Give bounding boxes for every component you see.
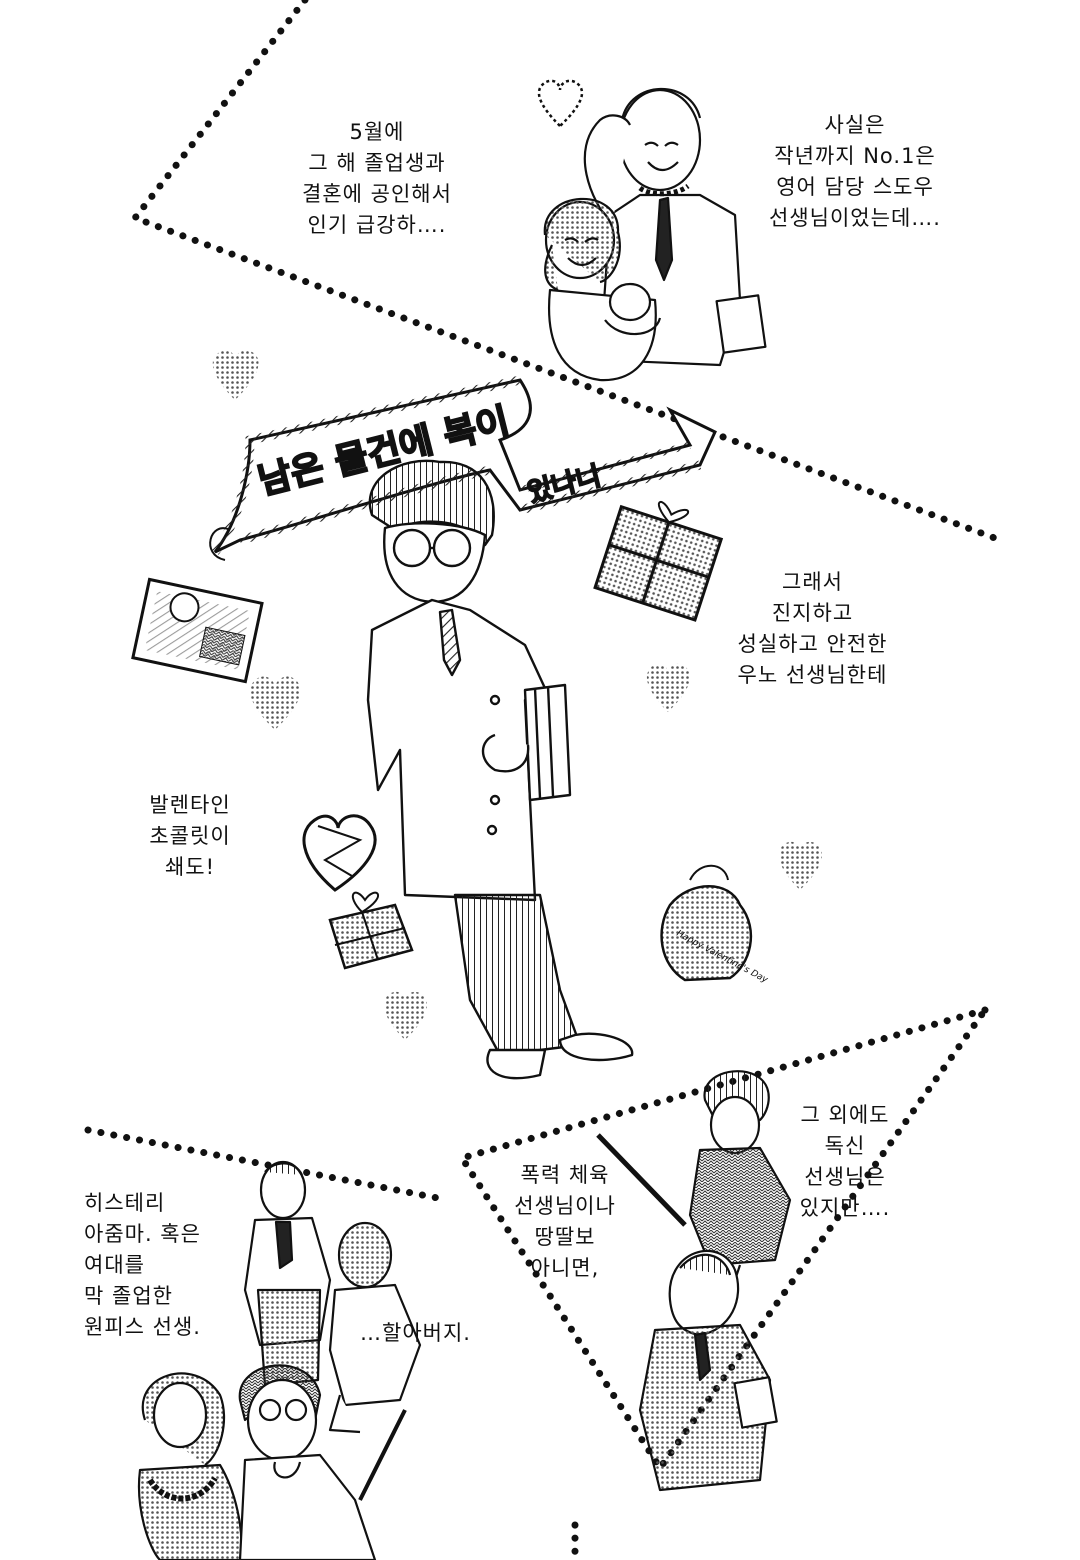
bottom-left-border [84, 1126, 452, 1204]
uno-glasses-left [392, 528, 432, 568]
caption-grandpa: …할아버지. [360, 1321, 471, 1345]
hearts [212, 350, 823, 1040]
short-teacher-suit [638, 1323, 772, 1492]
chain [638, 183, 690, 197]
grandpa-body [328, 1283, 422, 1407]
sudou-family-illustration [543, 87, 767, 382]
heart-icon [778, 841, 823, 890]
gift-box-icon [593, 500, 724, 622]
uno-glasses-right [432, 528, 472, 568]
uno-tie [438, 608, 462, 677]
heart-icon [383, 991, 428, 1040]
uno-books [523, 683, 572, 802]
caption-valentine: 발렌타인 초콜릿이 쇄도! [149, 793, 231, 879]
other-teachers-illustration [137, 1160, 422, 1560]
heart-icon [250, 676, 301, 730]
uno-hand [481, 733, 530, 773]
caption-may-marriage: 5월에 그 해 졸업생과 결혼에 공인해서 인기 급강하…. [302, 120, 452, 237]
heart-icon [646, 663, 691, 712]
caption-so-uno: 그래서 진지하고 성실하고 안전한 우노 선생님한테 [737, 570, 888, 687]
gift-box-icon [328, 891, 414, 970]
binder [715, 294, 767, 354]
uno-teacher-illustration [366, 459, 634, 1080]
sudou-head [618, 88, 702, 192]
caption-actually-no1: 사실은 작년까지 No.1은 영어 담당 스도우 선생님이었는데…. [769, 113, 941, 230]
onepiece-teacher-body [238, 1453, 377, 1560]
caption-violent-pe: 폭력 체육 선생님이나 땅딸보 아니면, [514, 1163, 616, 1280]
sudou-tie [654, 196, 674, 282]
chocolate-box-icon [131, 577, 264, 684]
sudou-hair [620, 87, 702, 121]
baby-icon [608, 282, 652, 322]
uno-pants [453, 893, 582, 1057]
caption-hysteric: 히스테리 아줌마. 혹은 여대를 막 졸업한 원피스 선생. [84, 1191, 201, 1339]
caption-besides: 그 외에도 독신 선생님은 있지만…. [799, 1103, 891, 1220]
grandpa-head [337, 1221, 393, 1289]
necklace [147, 1476, 218, 1502]
pointer-stick [358, 1409, 407, 1501]
pe-teacher-illustration [596, 1070, 792, 1492]
uno-shoes [486, 1032, 634, 1080]
heart-icon [537, 79, 584, 128]
heart-icon [212, 350, 259, 400]
hysteric-woman-body [137, 1463, 243, 1560]
heart-chocolate-icon [302, 814, 377, 892]
pe-teacher-sweater [688, 1146, 792, 1267]
wife-hair [543, 197, 621, 292]
gift-bag-icon: Happy Valentine's Day [660, 864, 770, 986]
bamboo-sword-icon [596, 1133, 687, 1227]
